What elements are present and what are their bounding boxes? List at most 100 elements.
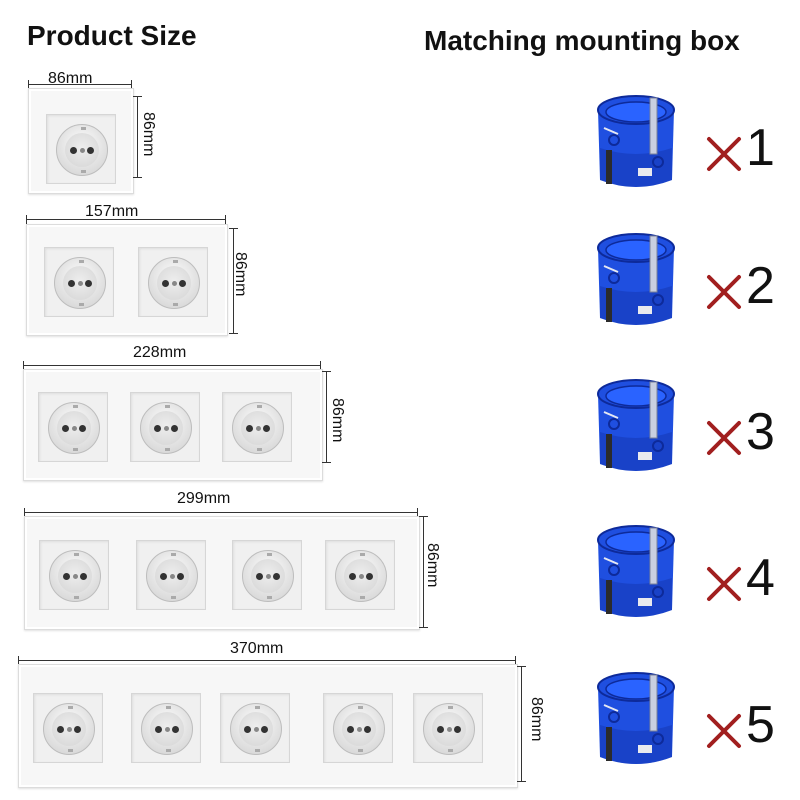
- schuko-socket-icon: [46, 114, 116, 184]
- socket-pin-right: [263, 425, 270, 432]
- socket-face: [43, 703, 95, 755]
- schuko-socket-icon: [33, 693, 103, 763]
- schuko-socket-icon: [232, 540, 302, 610]
- socket-face: [56, 124, 108, 176]
- socket-pin-left: [437, 726, 444, 733]
- socket-clip-top: [448, 706, 453, 709]
- socket-screw: [256, 426, 261, 431]
- box-quantity: 5: [746, 696, 775, 754]
- width-label: 228mm: [133, 344, 187, 361]
- socket-pin-right: [171, 425, 178, 432]
- height-label: 86mm: [140, 112, 157, 157]
- socket-screw: [254, 727, 259, 732]
- socket-screw: [164, 426, 169, 431]
- socket-clip-top: [173, 260, 178, 263]
- socket-pin-right: [366, 573, 373, 580]
- socket-pin-left: [160, 573, 167, 580]
- schuko-socket-icon: [325, 540, 395, 610]
- socket-pin-left: [63, 573, 70, 580]
- socket-pin-right: [85, 280, 92, 287]
- socket-clip-top: [79, 260, 84, 263]
- socket-pin-right: [454, 726, 461, 733]
- socket-clip-bottom: [74, 596, 79, 599]
- socket-inner: [432, 712, 466, 746]
- socket-face: [148, 257, 200, 309]
- socket-pin-left: [155, 726, 162, 733]
- socket-clip-bottom: [360, 596, 365, 599]
- width-label: 86mm: [48, 70, 93, 87]
- socket-clip-bottom: [165, 448, 170, 451]
- socket-panel: [24, 516, 420, 630]
- socket-panel: [18, 664, 518, 788]
- socket-clip-top: [358, 706, 363, 709]
- socket-pin-right: [172, 726, 179, 733]
- socket-face: [140, 402, 192, 454]
- width-label: 157mm: [85, 203, 139, 220]
- socket-clip-top: [166, 706, 171, 709]
- socket-clip-top: [360, 553, 365, 556]
- socket-face: [230, 703, 282, 755]
- schuko-socket-icon: [38, 392, 108, 462]
- socket-inner: [342, 712, 376, 746]
- socket-clip-top: [165, 405, 170, 408]
- socket-clip-top: [74, 553, 79, 556]
- socket-pin-left: [244, 726, 251, 733]
- socket-clip-bottom: [79, 303, 84, 306]
- mounting-box-heading: Matching mounting box: [424, 25, 740, 56]
- multiply-icon: [706, 136, 742, 172]
- box-quantity: 4: [746, 549, 775, 607]
- socket-pin-left: [70, 147, 77, 154]
- width-dimension-line: [28, 80, 132, 89]
- mounting-box-icon: [594, 372, 678, 482]
- socket-pin-left: [246, 425, 253, 432]
- schuko-socket-icon: [131, 693, 201, 763]
- socket-screw: [170, 574, 175, 579]
- socket-clip-bottom: [257, 448, 262, 451]
- socket-screw: [78, 281, 83, 286]
- socket-inner: [58, 559, 92, 593]
- multiply-icon: [706, 566, 742, 602]
- socket-pin-right: [80, 573, 87, 580]
- socket-face: [423, 703, 475, 755]
- socket-inner: [57, 411, 91, 445]
- socket-face: [141, 703, 193, 755]
- height-dimension-line: [133, 96, 142, 178]
- socket-inner: [239, 712, 273, 746]
- socket-pin-left: [154, 425, 161, 432]
- schuko-socket-icon: [130, 392, 200, 462]
- height-label: 86mm: [329, 398, 346, 443]
- width-dimension-line: [18, 656, 516, 665]
- socket-screw: [447, 727, 452, 732]
- socket-face: [242, 550, 294, 602]
- box-quantity: 3: [746, 403, 775, 461]
- schuko-socket-icon: [136, 540, 206, 610]
- socket-screw: [357, 727, 362, 732]
- socket-panel: [23, 369, 323, 481]
- box-quantity: 2: [746, 257, 775, 315]
- schuko-socket-icon: [323, 693, 393, 763]
- socket-clip-bottom: [68, 749, 73, 752]
- box-quantity: 1: [746, 119, 775, 177]
- mounting-box-icon: [594, 226, 678, 336]
- socket-pin-right: [261, 726, 268, 733]
- socket-face: [333, 703, 385, 755]
- socket-pin-right: [177, 573, 184, 580]
- height-label: 86mm: [528, 697, 545, 742]
- mounting-box-icon: [594, 88, 678, 198]
- socket-screw: [80, 148, 85, 153]
- socket-clip-top: [257, 405, 262, 408]
- socket-screw: [359, 574, 364, 579]
- socket-inner: [157, 266, 191, 300]
- socket-screw: [73, 574, 78, 579]
- multiply-icon: [706, 420, 742, 456]
- socket-clip-top: [81, 127, 86, 130]
- socket-pin-right: [273, 573, 280, 580]
- socket-pin-right: [364, 726, 371, 733]
- socket-pin-left: [162, 280, 169, 287]
- socket-pin-left: [57, 726, 64, 733]
- socket-panel: [28, 88, 134, 194]
- socket-pin-left: [347, 726, 354, 733]
- socket-face: [54, 257, 106, 309]
- height-label: 86mm: [232, 252, 249, 297]
- multiply-icon: [706, 274, 742, 310]
